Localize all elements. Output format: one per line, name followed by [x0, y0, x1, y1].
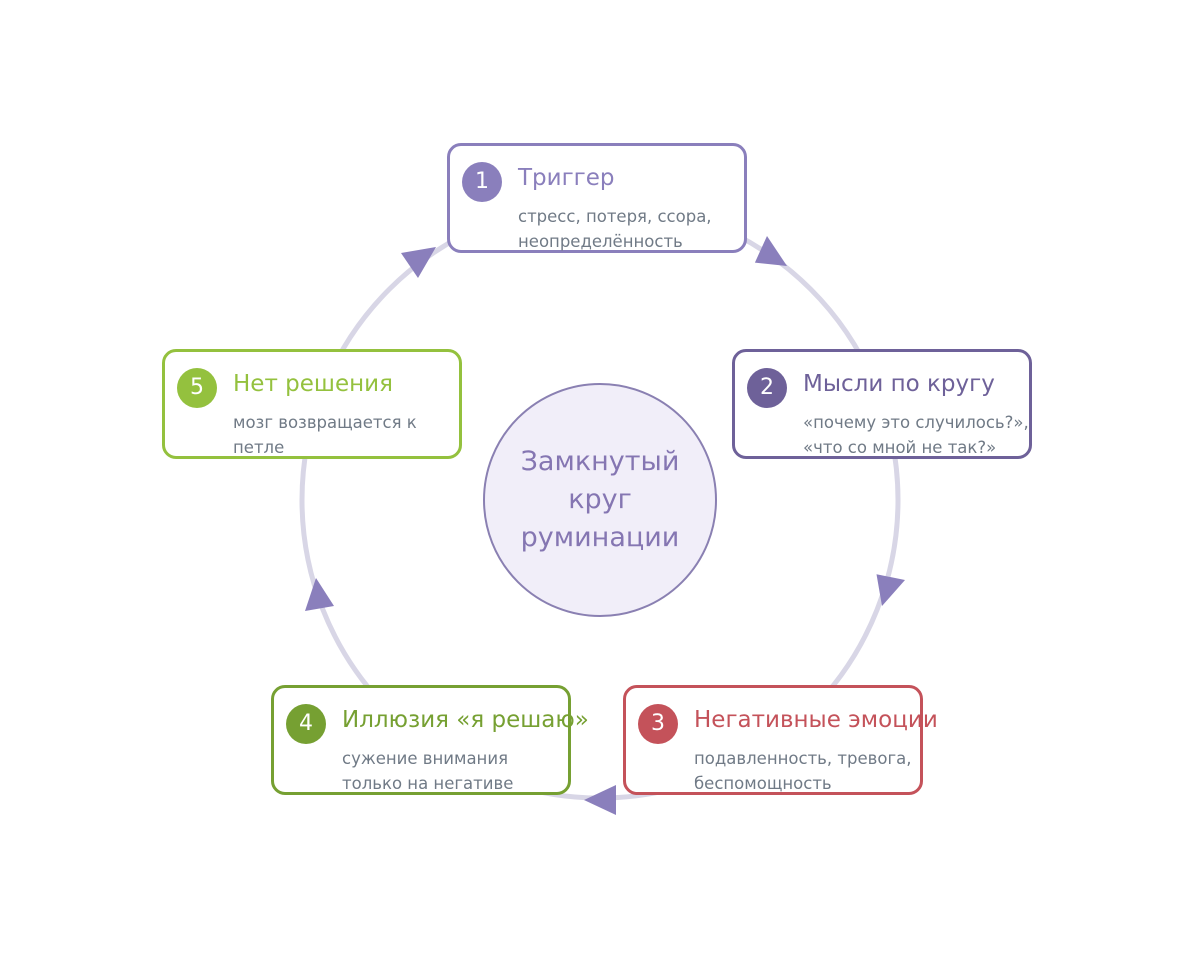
- arrow-2-to-3: [876, 574, 905, 606]
- center-circle: Замкнутый круг руминации: [483, 383, 717, 617]
- step-title: Триггер: [518, 165, 615, 191]
- step-number-badge: 5: [177, 368, 217, 408]
- step-trigger: 1 Триггер стресс, потеря, ссора, неопред…: [447, 143, 747, 253]
- arrow-3-to-4: [584, 785, 616, 815]
- arrow-4-to-5: [305, 578, 334, 611]
- step-description: подавленность, тревога, беспомощность: [694, 749, 912, 793]
- step-number-badge: 2: [747, 368, 787, 408]
- step-title: Нет решения: [233, 371, 393, 397]
- step-description: мозг возвращается к петле: [233, 413, 417, 457]
- step-title: Иллюзия «я решаю»: [342, 707, 589, 733]
- step-description: стресс, потеря, ссора, неопределённость: [518, 207, 712, 251]
- center-label: Замкнутый круг руминации: [520, 446, 680, 553]
- step-illusion-solving: 4 Иллюзия «я решаю» сужение внимания тол…: [271, 685, 589, 795]
- step-description: «почему это случилось?», «что со мной не…: [803, 413, 1029, 457]
- step-number-badge: 3: [638, 704, 678, 744]
- arrow-5-to-1: [401, 247, 436, 278]
- step-number-badge: 1: [462, 162, 502, 202]
- arrow-1-to-2: [754, 236, 787, 266]
- step-negative-emotions: 3 Негативные эмоции подавленность, трево…: [623, 685, 938, 795]
- step-title: Негативные эмоции: [694, 707, 938, 733]
- flow-arrows: [305, 236, 905, 815]
- step-circular-thoughts: 2 Мысли по кругу «почему это случилось?»…: [732, 349, 1032, 459]
- step-no-solution: 5 Нет решения мозг возвращается к петле: [162, 349, 462, 459]
- step-title: Мысли по кругу: [803, 371, 995, 397]
- step-description: сужение внимания только на негативе: [342, 749, 514, 793]
- step-number-badge: 4: [286, 704, 326, 744]
